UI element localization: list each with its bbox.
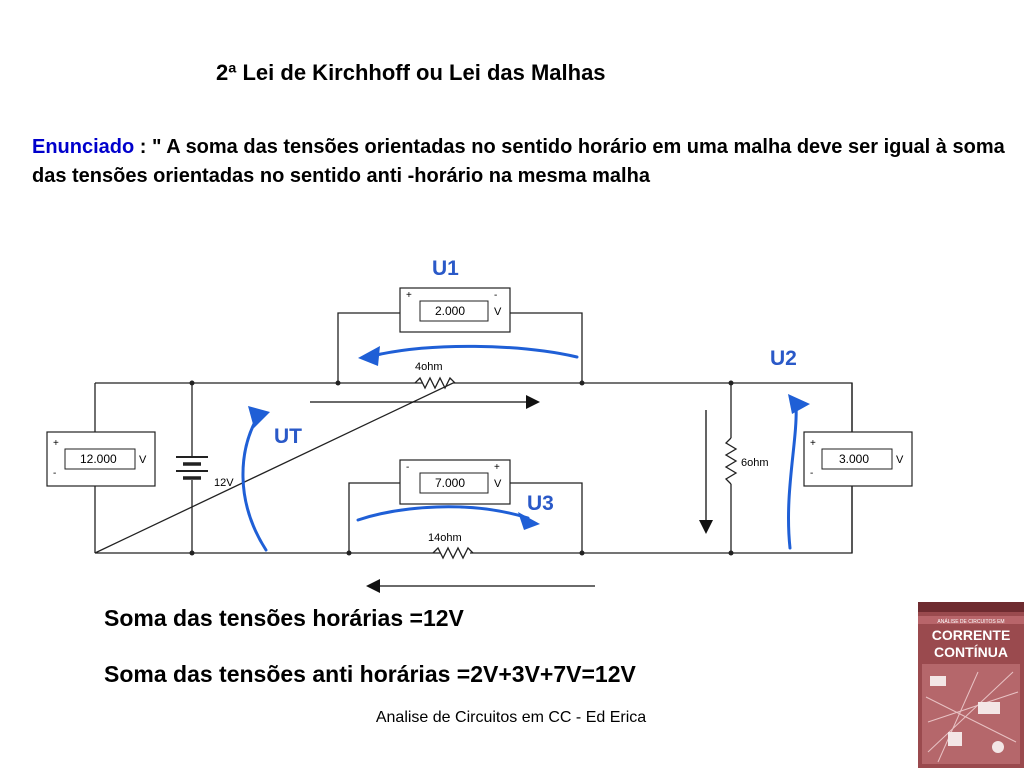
ut-arrow <box>241 418 268 552</box>
voltmeter-u1: + - 2.000 V <box>399 287 511 333</box>
battery <box>176 456 208 480</box>
meter-unit: V <box>896 454 904 466</box>
slide-title: 2ª Lei de Kirchhoff ou Lei das Malhas <box>216 60 606 85</box>
book-subtitle: ANÁLISE DE CIRCUITOS EM <box>937 618 1004 625</box>
book-title-line2: CONTÍNUA <box>934 644 1008 660</box>
battery-label: 12V <box>214 477 234 489</box>
voltmeter-u2: + - 3.000 V <box>803 431 913 487</box>
meter-value: 7.000 <box>435 476 465 490</box>
u3-arrow <box>356 505 530 522</box>
statement-text: : " A soma das tensões orientadas no sen… <box>32 136 1005 187</box>
meter-minus: - <box>494 290 497 301</box>
u1-arrow <box>370 344 579 359</box>
statement-keyword: Enunciado <box>32 136 135 158</box>
resistor-4ohm <box>414 376 456 390</box>
meter-value: 2.000 <box>435 304 465 318</box>
resistor-14ohm-label: 14ohm <box>428 532 462 544</box>
u2-arrow <box>787 402 798 550</box>
voltage-arrows <box>241 344 798 552</box>
resistor-6ohm-label: 6ohm <box>741 457 769 469</box>
voltmeter-u3: - + 7.000 V <box>399 459 511 505</box>
meter-unit: V <box>139 454 147 466</box>
meter-unit: V <box>494 478 502 490</box>
book-title-line1: CORRENTE <box>932 627 1011 643</box>
voltmeter-total: + - 12.000 V <box>46 431 156 487</box>
label-u2: U2 <box>770 347 797 370</box>
result-clockwise: Soma das tensões horárias =12V <box>104 605 464 631</box>
meter-minus: - <box>810 468 813 479</box>
meter-plus: + <box>494 462 500 473</box>
voltage-arrowheads <box>248 346 810 530</box>
footer-citation: Analise de Circuitos em CC - Ed Erica <box>375 709 647 726</box>
wires <box>94 312 853 554</box>
current-arrows <box>310 395 713 593</box>
resistor-14ohm <box>432 546 474 560</box>
meter-value: 3.000 <box>839 452 869 466</box>
meter-plus: + <box>53 438 59 449</box>
book-cover-image: ANÁLISE DE CIRCUITOS EM CORRENTE CONTÍNU… <box>918 602 1024 768</box>
meter-minus: - <box>406 462 409 473</box>
meter-plus: + <box>406 290 412 301</box>
label-ut: UT <box>274 425 302 448</box>
label-u1: U1 <box>432 257 459 280</box>
label-u3: U3 <box>527 492 554 515</box>
statement: Enunciado : " A soma das tensões orienta… <box>32 133 1012 191</box>
meter-value: 12.000 <box>80 452 117 466</box>
meter-unit: V <box>494 306 502 318</box>
meter-minus: - <box>53 468 56 479</box>
resistor-6ohm <box>724 437 738 485</box>
result-counterclockwise: Soma das tensões anti horárias =2V+3V+7V… <box>104 661 636 687</box>
resistor-4ohm-label: 4ohm <box>415 361 443 373</box>
meter-plus: + <box>810 438 816 449</box>
circuit-diagram: 4ohm 6ohm 14ohm 12V + - 12.000 V + - 2.0… <box>46 257 913 593</box>
junction-dots <box>189 380 734 556</box>
